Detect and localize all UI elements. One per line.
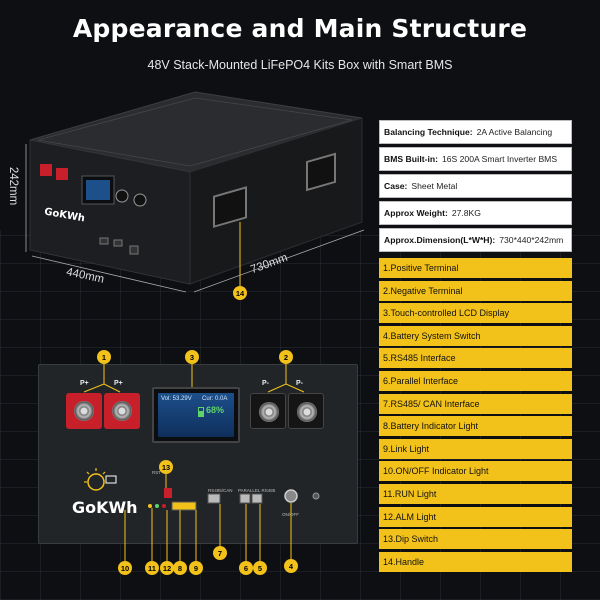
feature-item: 8.Battery Indicator Light — [379, 416, 572, 437]
feature-item: 13.Dip Switch — [379, 529, 572, 550]
feature-item: 12.ALM Light — [379, 506, 572, 527]
lcd-soc: 68% — [206, 405, 225, 415]
callout-7: 7 — [213, 546, 227, 560]
spec-table: Balancing Technique:2A Active Balancing … — [379, 120, 572, 255]
spec-row: BMS Built-in:16S 200A Smart Inverter BMS — [379, 147, 572, 171]
feature-list: 1.Positive Terminal 2.Negative Terminal … — [379, 258, 572, 574]
spec-row: Case:Sheet Metal — [379, 174, 572, 198]
feature-item: 7.RS485/ CAN Interface — [379, 393, 572, 414]
terminal-nut — [259, 402, 279, 422]
feature-item: 11.RUN Light — [379, 483, 572, 504]
callout-12: 12 — [160, 561, 174, 575]
terminal-nut — [297, 402, 317, 422]
callout-8: 8 — [173, 561, 187, 575]
spec-label: Approx.Dimension(L*W*H): — [384, 235, 496, 245]
spec-value: 730*440*242mm — [499, 235, 564, 245]
spec-row: Approx Weight:27.8KG — [379, 201, 572, 225]
lcd-display[interactable]: Vol: 53.29V Cur: 0.0A 68% — [152, 387, 240, 443]
terminal-nut — [112, 401, 132, 421]
callout-11: 11 — [145, 561, 159, 575]
callout-3: 3 — [185, 350, 199, 364]
lcd-current: Cur: 0.0A — [202, 396, 228, 402]
rst-label: RST — [152, 470, 161, 475]
spec-label: Case: — [384, 181, 408, 191]
feature-item: 9.Link Light — [379, 438, 572, 459]
feature-item: 5.RS485 Interface — [379, 348, 572, 369]
feature-item: 14.Handle — [379, 551, 572, 572]
lcd-battery-icon — [198, 407, 204, 417]
positive-terminal — [66, 393, 102, 429]
callout-14: 14 — [233, 286, 247, 300]
parallel-label: PARALLEL RS485 — [238, 488, 276, 493]
negative-terminal — [288, 393, 324, 429]
spec-value: 2A Active Balancing — [476, 127, 553, 137]
feature-item: 1.Positive Terminal — [379, 258, 572, 278]
lcd-screen: Vol: 53.29V Cur: 0.0A 68% — [158, 393, 234, 437]
callout-9: 9 — [189, 561, 203, 575]
feature-item: 4.Battery System Switch — [379, 325, 572, 346]
spec-value: 16S 200A Smart Inverter BMS — [441, 154, 558, 164]
terminal-label: P- — [296, 380, 303, 387]
sun-logo-icon — [84, 468, 117, 491]
spec-row: Balancing Technique:2A Active Balancing — [379, 120, 572, 144]
callout-1: 1 — [97, 350, 111, 364]
callout-6: 6 — [239, 561, 253, 575]
page-subtitle: 48V Stack-Mounted LiFePO4 Kits Box with … — [147, 58, 453, 72]
feature-item: 6.Parallel Interface — [379, 370, 572, 391]
spec-label: Approx Weight: — [384, 208, 448, 218]
callout-5: 5 — [253, 561, 267, 575]
callout-13: 13 — [159, 460, 173, 474]
terminal-label: P+ — [114, 380, 123, 387]
lcd-battery-fill — [199, 410, 203, 416]
callout-4: 4 — [284, 559, 298, 573]
negative-terminal — [250, 393, 286, 429]
rs485-can-label: RS485/CAN — [208, 488, 233, 493]
feature-item: 10.ON/OFF Indicator Light — [379, 461, 572, 482]
terminal-label: P- — [262, 380, 269, 387]
lcd-voltage: Vol: 53.29V — [161, 396, 192, 402]
panel-logo: GoKWh — [72, 498, 138, 517]
feature-item: 2.Negative Terminal — [379, 280, 572, 301]
spec-value: 27.8KG — [451, 208, 481, 218]
callout-2: 2 — [279, 350, 293, 364]
terminal-label: P+ — [80, 380, 89, 387]
spec-row: Approx.Dimension(L*W*H):730*440*242mm — [379, 228, 572, 252]
spec-value: Sheet Metal — [411, 181, 458, 191]
positive-terminal — [104, 393, 140, 429]
feature-item: 3.Touch-controlled LCD Display — [379, 303, 572, 324]
spec-label: Balancing Technique: — [384, 127, 473, 137]
spec-label: BMS Built-in: — [384, 154, 438, 164]
callout-10: 10 — [118, 561, 132, 575]
page-title: Appearance and Main Structure — [72, 14, 528, 43]
terminal-nut — [74, 401, 94, 421]
